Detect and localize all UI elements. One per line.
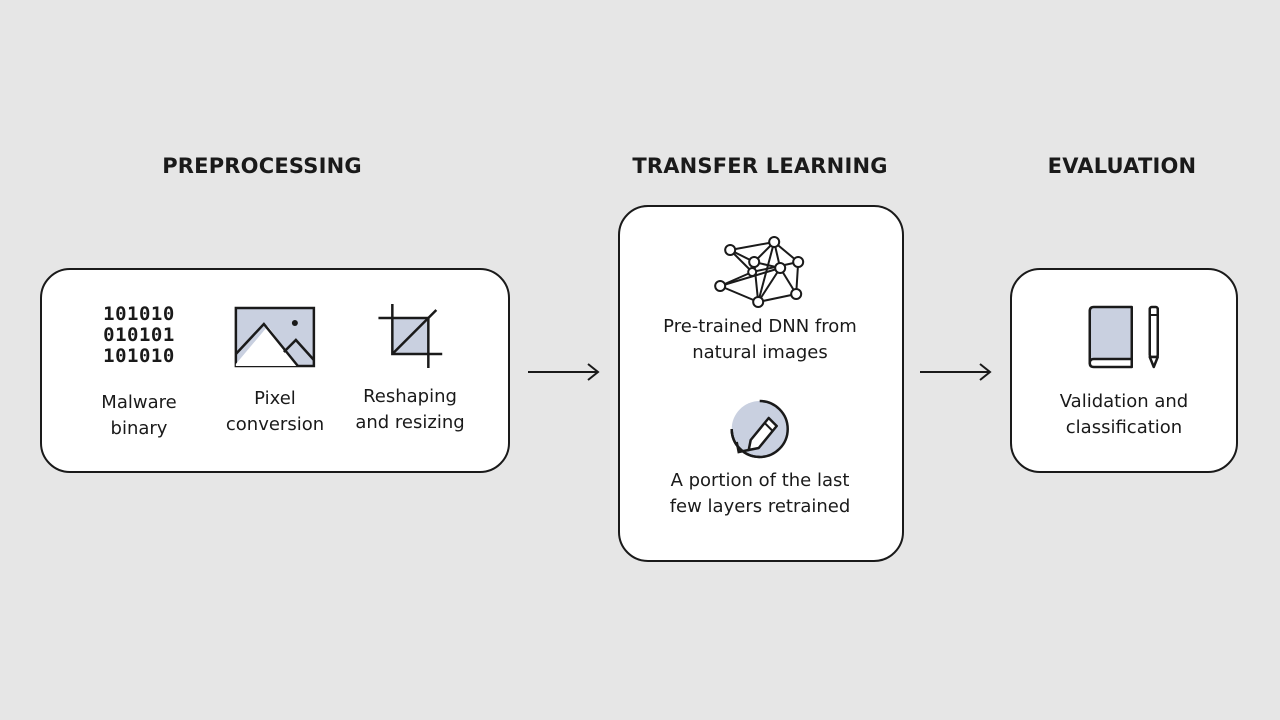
reshaping-resizing-item: Reshaping and resizing bbox=[355, 304, 465, 436]
arrow-right-icon bbox=[920, 363, 992, 381]
validation-classification-item: Validation and classification bbox=[1060, 305, 1188, 441]
evaluation-panel bbox=[1010, 268, 1238, 473]
crop-icon bbox=[377, 304, 442, 368]
malware-binary-item: 101010 010101 101010 Malware binary bbox=[101, 304, 176, 442]
pixel-conversion-item: Pixel conversion bbox=[226, 306, 324, 438]
pixel-conversion-label: Pixel conversion bbox=[225, 388, 325, 435]
retrain-edit-icon bbox=[730, 399, 790, 459]
evaluation-title: EVALUATION bbox=[1047, 154, 1197, 178]
pretrained-dnn-item: Pre-trained DNN from natural images bbox=[663, 232, 857, 366]
reshaping-resizing-label: Reshaping and resizing bbox=[355, 386, 465, 433]
retrained-layers-label: A portion of the last few layers retrain… bbox=[669, 470, 851, 517]
image-icon bbox=[234, 306, 316, 368]
book-pencil-icon bbox=[1088, 305, 1160, 369]
validation-classification-label: Validation and classification bbox=[1059, 391, 1189, 438]
preprocessing-panel bbox=[40, 268, 510, 473]
binary-digits-icon: 101010 010101 101010 bbox=[103, 303, 175, 367]
neural-network-icon bbox=[713, 236, 804, 308]
malware-binary-label: Malware binary bbox=[101, 392, 177, 439]
transfer-learning-title: TRANSFER LEARNING bbox=[632, 154, 888, 178]
arrow-right-icon bbox=[528, 363, 600, 381]
retrained-layers-item: A portion of the last few layers retrain… bbox=[669, 398, 851, 520]
pretrained-dnn-label: Pre-trained DNN from natural images bbox=[663, 316, 857, 363]
preprocessing-title: PREPROCESSING bbox=[162, 154, 362, 178]
